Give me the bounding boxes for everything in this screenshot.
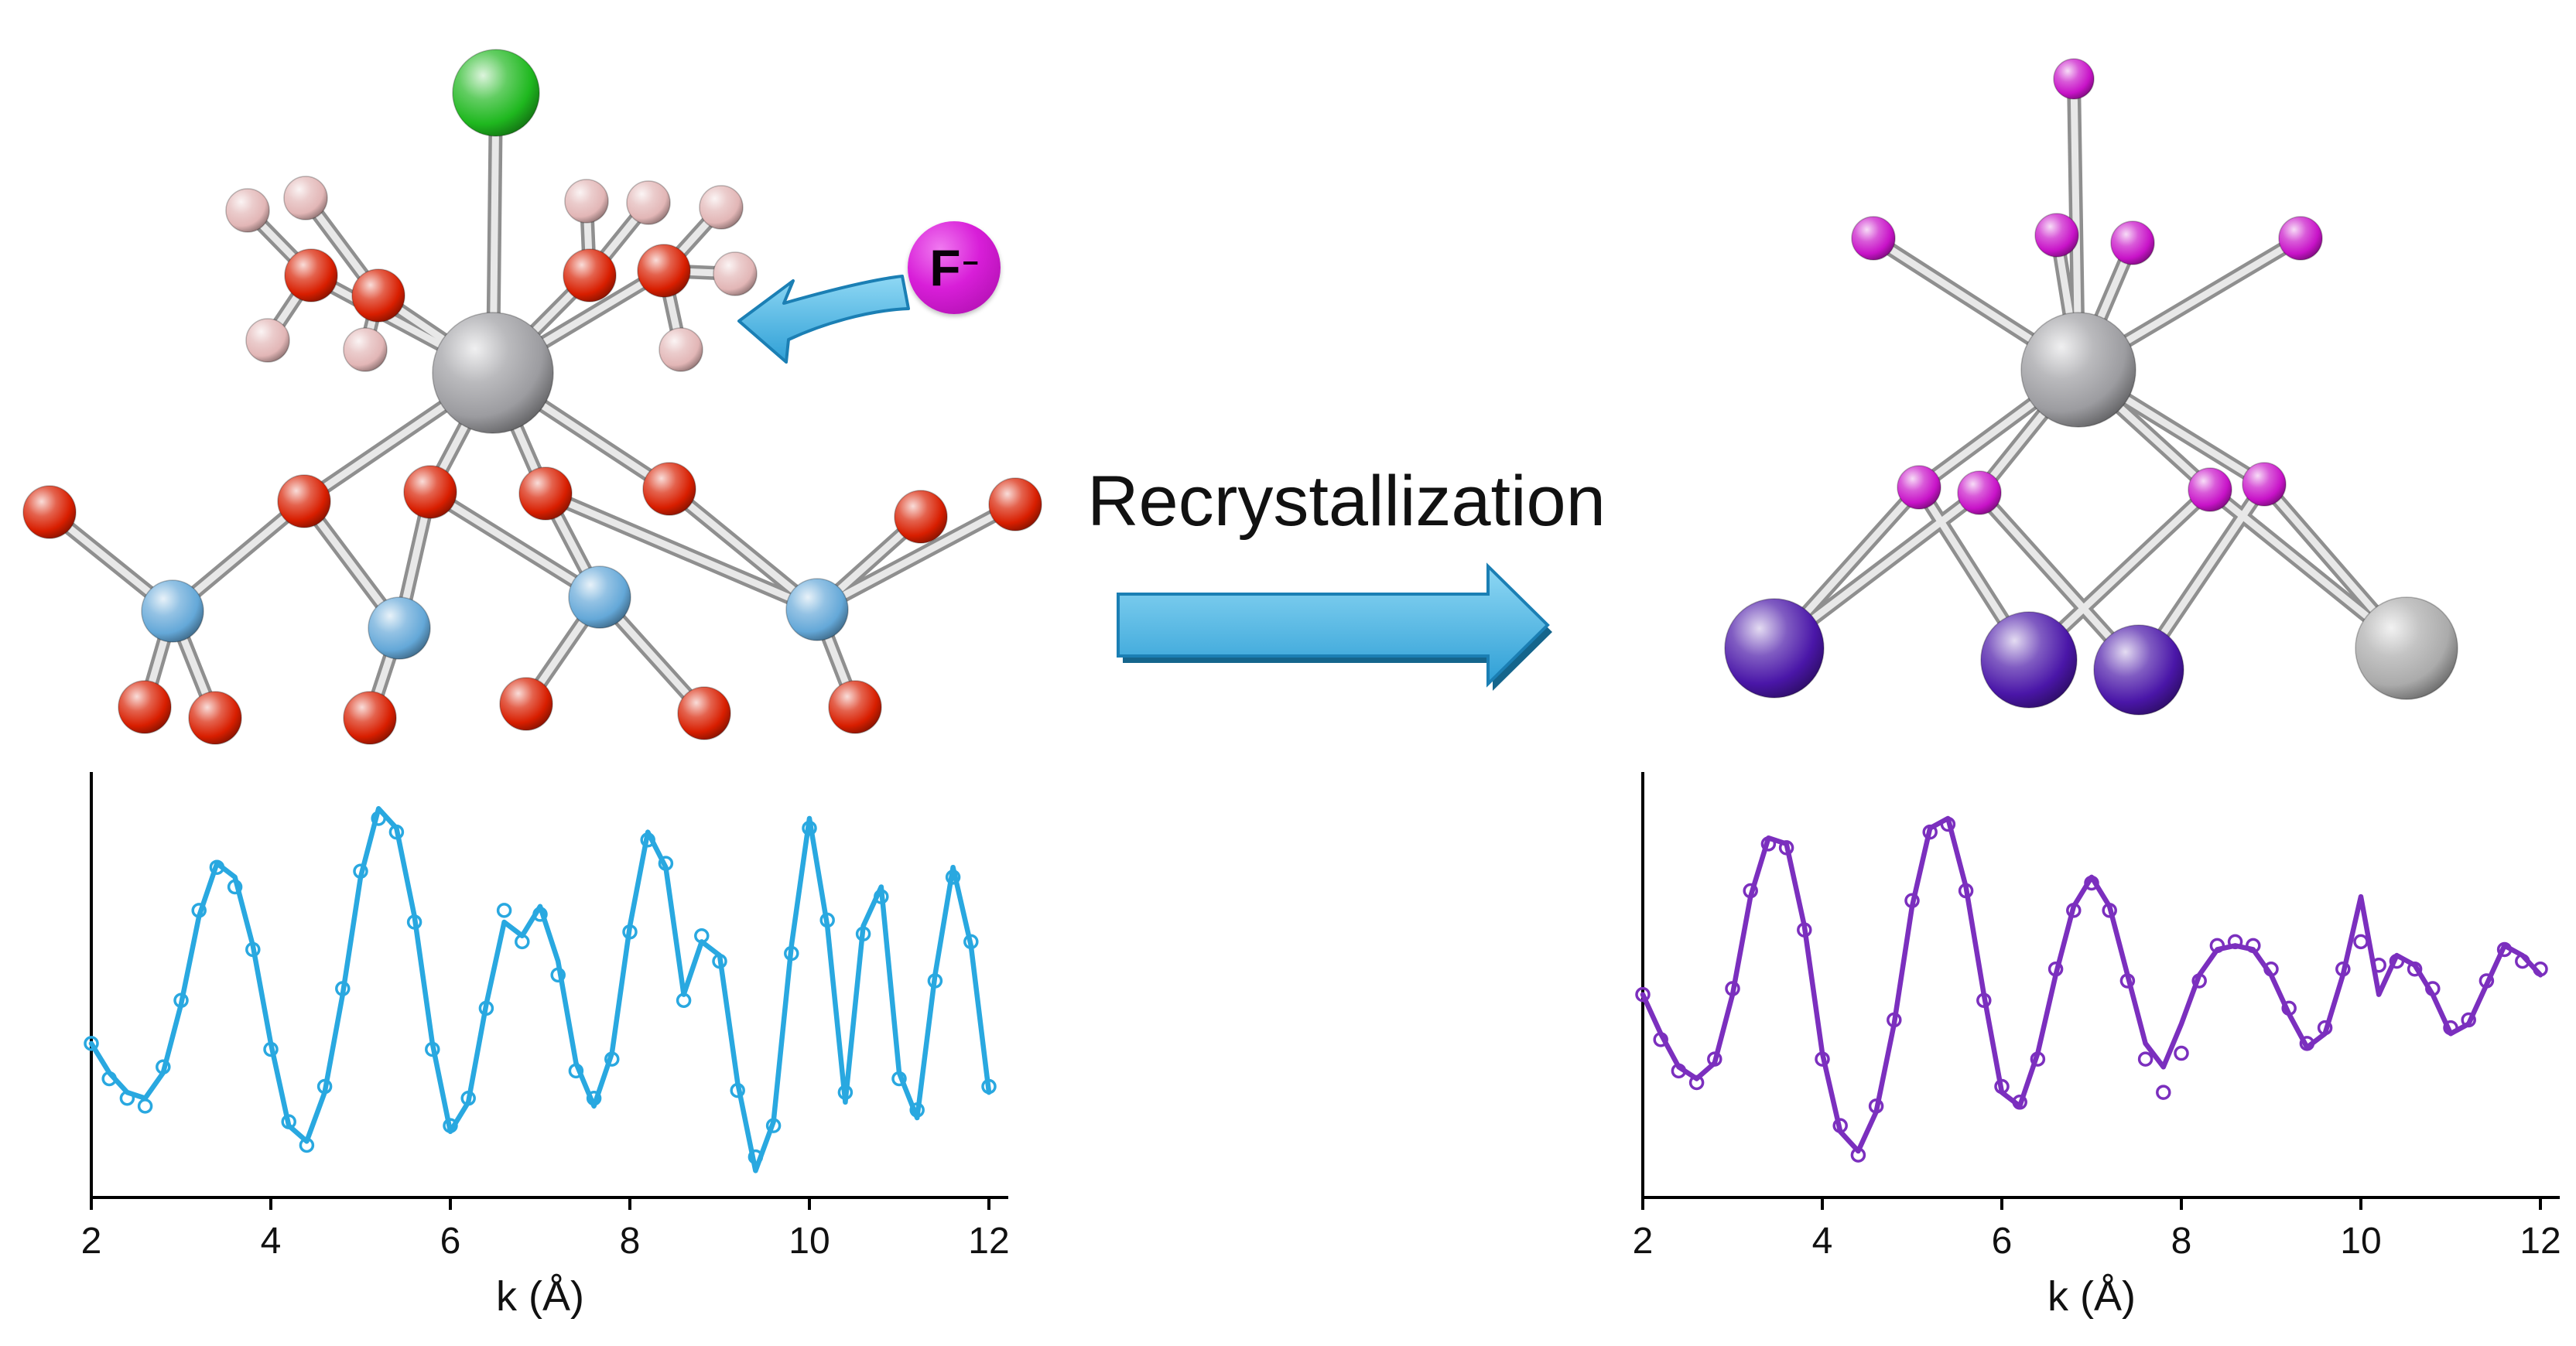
- bond-highlight: [426, 488, 604, 601]
- atom-blue: [568, 565, 631, 629]
- atom-gray: [2020, 312, 2136, 428]
- x-tick-label: 12: [968, 1221, 1009, 1262]
- atom-red: [499, 677, 553, 731]
- atom-red: [403, 465, 457, 519]
- x-tick-label: 2: [81, 1221, 102, 1262]
- atom-pink: [699, 185, 744, 230]
- atom-purple: [1724, 598, 1825, 699]
- atom-red: [518, 466, 573, 521]
- atom-magenta: [2034, 213, 2079, 258]
- atom-pink: [659, 327, 703, 372]
- atom-purple: [2093, 624, 2184, 716]
- atom-pink: [564, 179, 609, 224]
- atom-gray: [432, 312, 554, 434]
- x-tick-label: 6: [440, 1221, 461, 1262]
- atom-blue: [368, 596, 431, 660]
- atom-red: [642, 462, 696, 516]
- atom-magenta: [1897, 465, 1941, 510]
- atom-blue: [785, 578, 849, 641]
- atom-magenta: [2053, 58, 2095, 100]
- x-tick-label: 6: [1992, 1221, 2013, 1262]
- fluoride-charge: −: [962, 247, 979, 278]
- data-point-marker: [2174, 1045, 2189, 1061]
- x-tick-label: 10: [2340, 1221, 2381, 1262]
- atom-purple: [1980, 611, 2078, 709]
- data-point-marker: [84, 1036, 99, 1051]
- reactant-molecule: [22, 49, 1042, 745]
- data-point-marker: [1635, 986, 1651, 1003]
- atom-red: [277, 474, 331, 528]
- atom-red: [22, 485, 77, 539]
- x-tick-label: 4: [1812, 1221, 1833, 1262]
- data-point-marker: [2137, 1051, 2154, 1067]
- atom-pink: [245, 318, 290, 363]
- recrystallization-arrow: [1117, 562, 1550, 688]
- atom-red: [828, 680, 882, 734]
- atom-red: [563, 248, 617, 302]
- atom-magenta: [1957, 470, 2002, 515]
- fluoride-symbol: F: [929, 239, 961, 296]
- atom-pink: [283, 176, 328, 220]
- atom-magenta: [1851, 216, 1896, 261]
- atom-red: [284, 248, 338, 302]
- atom-red: [637, 244, 691, 298]
- atom-blue: [141, 579, 204, 643]
- atom-red: [118, 680, 172, 734]
- atom-pink: [225, 188, 270, 233]
- atom-magenta: [2242, 462, 2287, 507]
- atom-magenta: [2110, 220, 2155, 265]
- atom-pink: [343, 327, 388, 372]
- atom-magenta: [2188, 467, 2232, 512]
- atom-red: [188, 691, 242, 745]
- atom-red: [677, 686, 731, 740]
- atom-silver: [2355, 596, 2458, 700]
- x-tick-label: 8: [620, 1221, 641, 1262]
- fit-line: [1640, 815, 2544, 1154]
- x-tick-label: 12: [2520, 1221, 2561, 1262]
- x-tick-label: 10: [789, 1221, 830, 1262]
- product-molecule: [1724, 58, 2458, 716]
- bond-highlight: [665, 485, 821, 613]
- data-point-marker: [2156, 1085, 2171, 1100]
- left-chart-x-axis-label: k (Å): [496, 1273, 584, 1320]
- atom-red: [343, 691, 397, 745]
- x-tick-label: 8: [2171, 1221, 2192, 1262]
- atom-pink: [713, 251, 758, 296]
- atom-red: [894, 490, 948, 544]
- fluoride-ion-badge: F−: [908, 221, 1001, 314]
- fit-line: [88, 806, 992, 1173]
- atom-pink: [626, 180, 671, 225]
- fluoride-addition-arrow: [737, 275, 910, 364]
- x-tick-label: 2: [1633, 1221, 1654, 1262]
- right-chart-x-axis-label: k (Å): [2047, 1273, 2136, 1320]
- atom-green: [452, 49, 540, 137]
- atom-magenta: [2278, 216, 2323, 261]
- bond-highlight: [813, 500, 1019, 613]
- recrystallization-label: Recrystallization: [1087, 462, 1606, 541]
- data-point-marker: [496, 903, 512, 918]
- atom-red: [351, 268, 405, 323]
- atom-red: [988, 477, 1042, 531]
- bond-highlight: [542, 490, 821, 613]
- data-point-marker: [2353, 934, 2369, 950]
- x-tick-label: 4: [261, 1221, 282, 1262]
